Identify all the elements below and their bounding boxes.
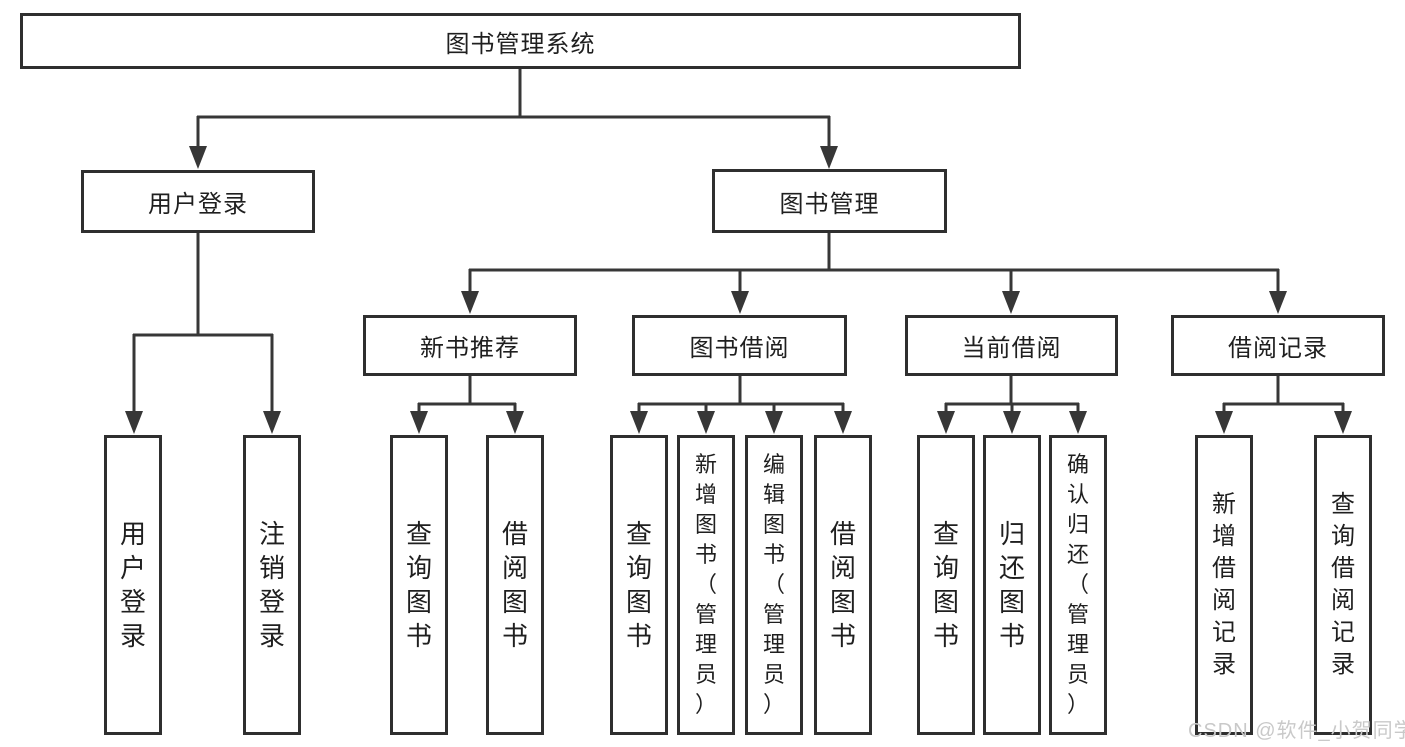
node-label: 新书推荐 [420,335,520,362]
leaf-query-book-recommend: 查询图书 [390,435,448,735]
leaf-label: 归还图书 [998,519,1025,651]
leaf-user-login: 用户登录 [104,435,162,735]
leaf-label: 借阅图书 [501,519,528,651]
leaf-borrow-book-recommend: 借阅图书 [486,435,544,735]
node-library-management-system: 图书管理系统 [20,13,1021,69]
node-user-login: 用户登录 [81,170,315,233]
node-label: 用户登录 [148,191,248,218]
edge-borrow-record-to-leaves [1215,375,1352,434]
arrowhead-icon [506,411,524,434]
node-borrow-record: 借阅记录 [1171,315,1385,376]
arrowhead-icon [1002,291,1020,314]
node-current-borrow: 当前借阅 [905,315,1118,376]
arrowhead-icon [630,411,648,434]
leaf-label: 查询图书 [625,519,652,651]
leaf-label: 借阅图书 [829,519,856,651]
leaf-label: 查询图书 [405,519,432,651]
leaf-label: 新增借阅记录 [1212,491,1236,678]
node-label: 借阅记录 [1228,335,1328,362]
edge-new-book-recommend-to-leaves [410,375,524,434]
arrowhead-icon [1069,411,1087,434]
arrowhead-icon [1215,411,1233,434]
arrowhead-icon [1269,291,1287,314]
arrowhead-icon [834,411,852,434]
leaf-query-book-current: 查询图书 [917,435,975,735]
leaf-label: 注销登录 [258,519,285,651]
leaf-label: 新增图书（管理员） [694,452,717,717]
node-label: 图书管理系统 [445,30,596,58]
leaf-logout-login: 注销登录 [243,435,301,735]
arrowhead-icon [731,291,749,314]
leaf-label: 查询图书 [932,519,959,651]
node-label: 图书管理 [779,190,880,218]
arrowhead-icon [125,411,143,434]
leaf-label: 确认归还（管理员） [1066,452,1089,717]
arrowhead-icon [263,411,281,434]
edge-current-borrow-to-leaves [937,375,1087,434]
leaf-borrow-book: 借阅图书 [814,435,872,735]
node-label: 当前借阅 [961,335,1062,362]
arrowhead-icon [189,146,207,169]
edge-user-login-to-leaves [125,232,281,434]
node-new-book-recommend: 新书推荐 [363,315,577,376]
node-book-management: 图书管理 [712,169,947,233]
node-label: 图书借阅 [689,335,790,362]
edge-root-to-level2 [189,69,838,169]
leaf-confirm-return-admin: 确认归还（管理员） [1049,435,1107,735]
arrowhead-icon [1334,411,1352,434]
arrowhead-icon [461,291,479,314]
arrowhead-icon [937,411,955,434]
arrowhead-icon [820,146,838,169]
leaf-label: 编辑图书（管理员） [762,452,785,717]
edge-book-borrow-to-leaves [630,375,852,434]
arrowhead-icon [1003,411,1021,434]
node-book-borrow: 图书借阅 [632,315,847,376]
leaf-return-book: 归还图书 [983,435,1041,735]
leaf-add-borrow-record: 新增借阅记录 [1195,435,1253,735]
leaf-add-book-admin: 新增图书（管理员） [677,435,735,735]
leaf-label: 查询借阅记录 [1331,491,1355,678]
leaf-query-book-borrow: 查询图书 [610,435,668,735]
watermark: CSDN @软件_小贺同学 [1188,720,1405,742]
leaf-edit-book-admin: 编辑图书（管理员） [745,435,803,735]
arrowhead-icon [410,411,428,434]
leaf-label: 用户登录 [119,519,146,651]
leaf-query-borrow-record: 查询借阅记录 [1314,435,1372,735]
arrowhead-icon [765,411,783,434]
edge-book-management-to-level3 [461,232,1287,314]
arrowhead-icon [697,411,715,434]
